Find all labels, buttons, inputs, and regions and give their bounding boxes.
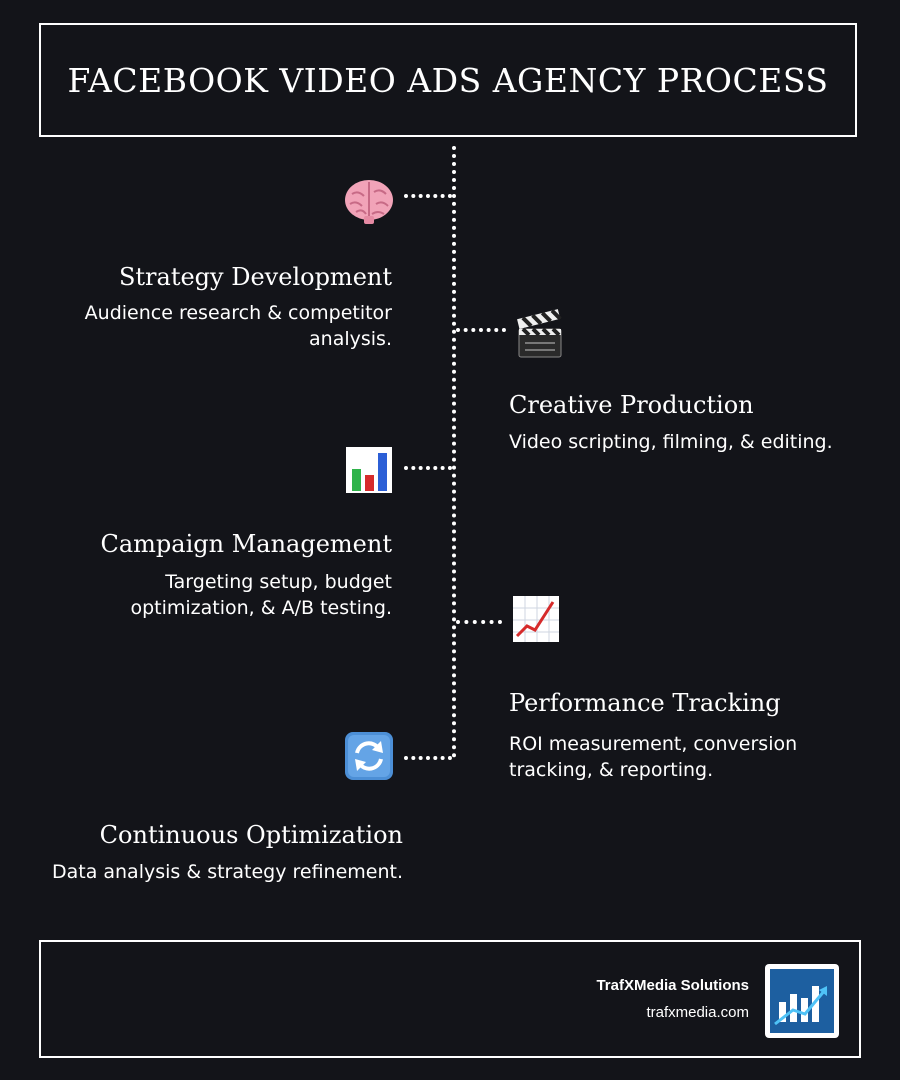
brand-name: TrafXMedia Solutions: [596, 977, 749, 994]
connector-line: [404, 194, 452, 198]
footer: TrafXMedia Solutions trafxmedia.com: [39, 940, 861, 1058]
bar-growth-logo-icon: [765, 964, 839, 1038]
step-description: Targeting setup, budget optimization, & …: [130, 571, 392, 619]
step-title: Strategy Development: [118, 263, 392, 291]
brand-url: trafxmedia.com: [646, 1004, 749, 1021]
timeline-spine: [452, 146, 456, 758]
step-title: Creative Production: [509, 391, 754, 419]
connector-line: [404, 466, 452, 470]
step-title: Campaign Management: [100, 530, 392, 558]
step-description: Data analysis & strategy refinement.: [51, 861, 403, 883]
step-title: Continuous Optimization: [99, 821, 403, 849]
page-title: FACEBOOK VIDEO ADS AGENCY PROCESS: [67, 60, 829, 100]
clapperboard-icon: [513, 307, 567, 361]
bar-chart-icon: [342, 443, 396, 497]
connector-line: [456, 620, 502, 624]
connector-line: [404, 756, 452, 760]
step-title: Performance Tracking: [509, 689, 781, 717]
connector-line: [456, 328, 506, 332]
brain-icon: [342, 174, 396, 228]
step-description: Video scripting, filming, & editing.: [509, 431, 833, 453]
trend-chart-icon: [509, 592, 563, 646]
refresh-icon: [342, 729, 396, 783]
step-description: Audience research & competitor analysis.: [84, 302, 392, 350]
title-box: FACEBOOK VIDEO ADS AGENCY PROCESS: [39, 23, 857, 137]
step-description: ROI measurement, conversion tracking, & …: [509, 733, 798, 781]
